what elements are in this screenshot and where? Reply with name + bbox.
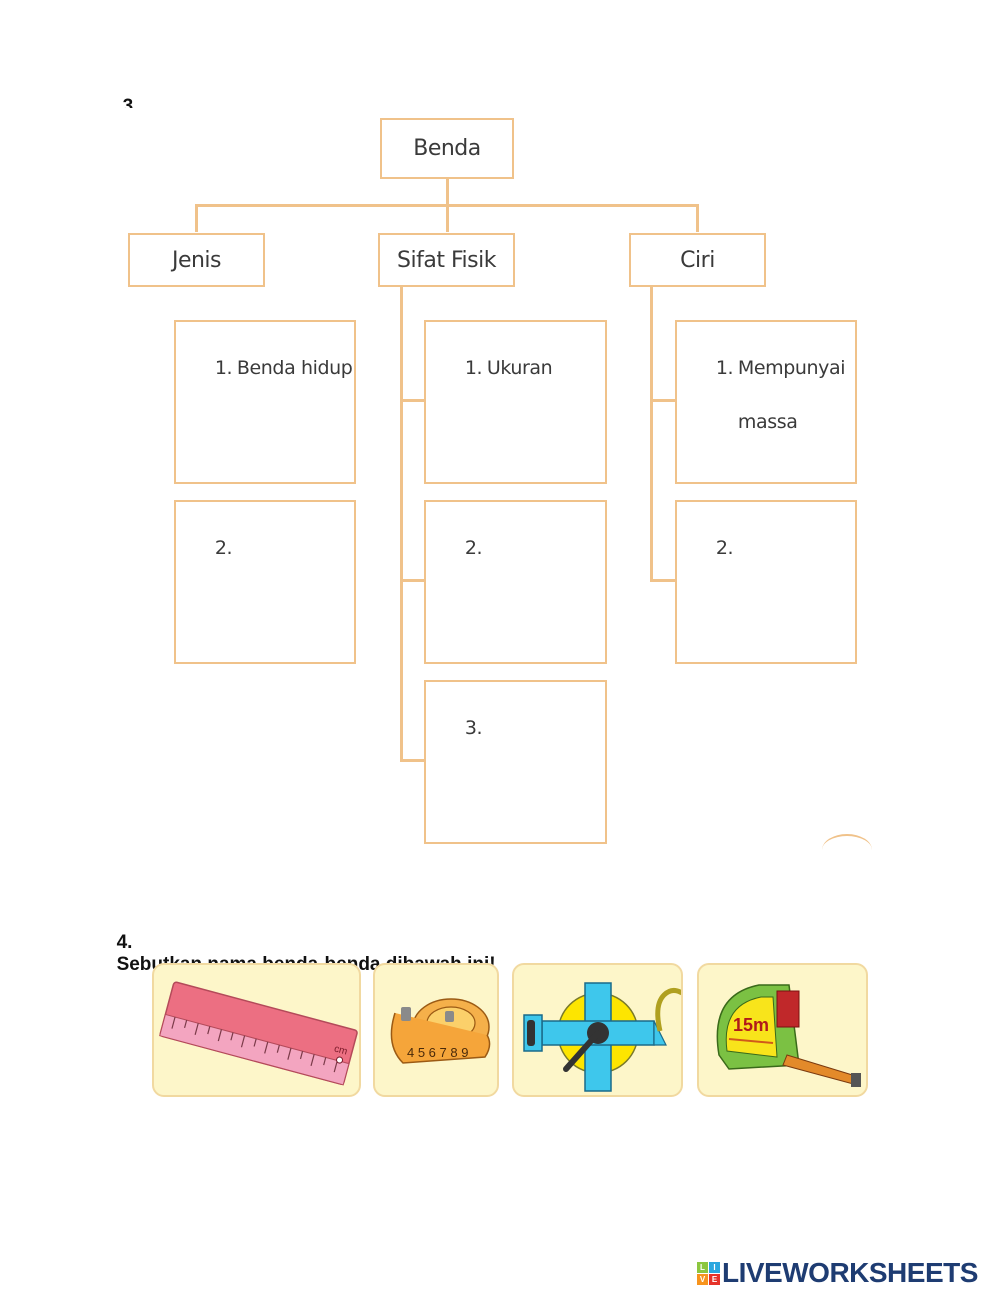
connector-line — [446, 178, 449, 206]
cell-text: Ukuran — [486, 357, 553, 379]
connector-line — [400, 399, 426, 402]
question-number: 4. — [116, 932, 133, 953]
logo-mark-icon: L I V E — [697, 1261, 720, 1285]
cell-number: 2. — [715, 537, 734, 559]
svg-text:15m: 15m — [733, 1015, 769, 1035]
connector-line — [650, 286, 653, 582]
category-label: Jenis — [171, 247, 222, 273]
svg-text:4 5 6 7 8 9: 4 5 6 7 8 9 — [407, 1045, 468, 1060]
answer-cell-sifat-fisik-1[interactable]: 1.Ukuran — [424, 320, 607, 484]
svg-text:cm: cm — [333, 1043, 349, 1057]
brand-name: LIVEWORKSHEETS — [722, 1257, 978, 1288]
cell-number: 1. — [715, 357, 734, 379]
connector-line — [650, 579, 676, 582]
cell-number: 1. — [464, 357, 483, 379]
cell-text: Benda hidup — [236, 357, 353, 379]
tape-measure-roll-icon: 4 5 6 7 8 9 — [390, 998, 491, 1064]
cell-number: 2. — [214, 537, 233, 559]
liveworksheets-logo: L I V E LIVEWORKSHEETS — [697, 1257, 978, 1289]
category-sifat-fisik: Sifat Fisik — [378, 233, 515, 287]
connector-line — [650, 399, 676, 402]
connector-line — [696, 204, 699, 232]
tool-card-tape-roll: 4 5 6 7 8 9 — [373, 963, 499, 1097]
cell-text-line2: massa — [737, 411, 798, 433]
answer-cell-ciri-1[interactable]: 1.Mempunyai massa — [675, 320, 857, 484]
category-jenis: Jenis — [128, 233, 265, 287]
answer-cell-jenis-1[interactable]: 1.Benda hidup — [174, 320, 356, 484]
connector-line — [400, 286, 403, 760]
cell-text: Mempunyai — [737, 357, 846, 379]
answer-cell-ciri-2[interactable]: 2. — [675, 500, 857, 664]
concept-diagram: Benda Jenis Sifat Fisik Ciri 1.Benda hid… — [118, 108, 870, 848]
connector-line — [400, 759, 426, 762]
root-node-benda: Benda — [380, 118, 514, 179]
category-label: Ciri — [680, 247, 715, 273]
connector-line — [446, 204, 449, 232]
cell-number: 3. — [464, 717, 483, 739]
answer-cell-sifat-fisik-2[interactable]: 2. — [424, 500, 607, 664]
category-label: Sifat Fisik — [397, 247, 496, 273]
answer-cell-jenis-2[interactable]: 2. — [174, 500, 356, 664]
connector-line — [195, 204, 198, 232]
cell-number: 2. — [464, 537, 483, 559]
category-ciri: Ciri — [629, 233, 766, 287]
retractable-tape-measure-icon: 15m — [716, 984, 861, 1087]
tool-card-reel-tape — [512, 963, 683, 1097]
root-label: Benda — [413, 136, 481, 161]
connector-line — [400, 579, 426, 582]
decorative-arc — [822, 834, 872, 866]
tool-card-retractable-tape: 15m — [697, 963, 868, 1097]
ruler-icon: cm — [159, 981, 358, 1086]
cell-number: 1. — [214, 357, 233, 379]
tool-card-ruler: cm — [152, 963, 361, 1097]
answer-cell-sifat-fisik-3[interactable]: 3. — [424, 680, 607, 844]
reel-measuring-tape-icon — [523, 982, 681, 1092]
